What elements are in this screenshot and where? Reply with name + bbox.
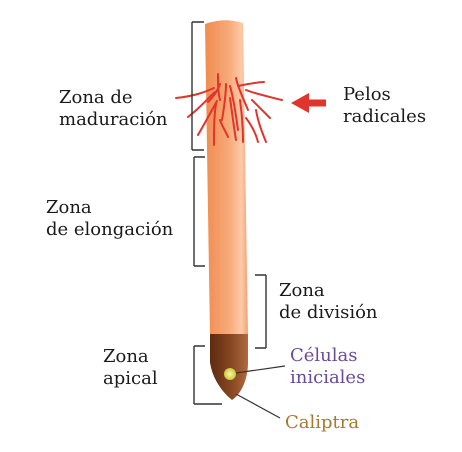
root-cap bbox=[210, 334, 248, 400]
label-zona-elongacion-line2: de elongación bbox=[46, 219, 174, 240]
label-zona-maduracion-line2: maduración bbox=[59, 109, 168, 130]
label-zona-apical-line2: apical bbox=[103, 368, 158, 389]
bracket-elongacion bbox=[193, 156, 205, 267]
root-hairs bbox=[175, 73, 283, 146]
label-celulas-iniciales-line2: iniciales bbox=[290, 367, 366, 388]
leader-celulas bbox=[235, 365, 286, 374]
label-zona-division-line1: Zona bbox=[279, 280, 325, 301]
label-zona-elongacion-line1: Zona bbox=[46, 197, 92, 218]
label-zona-division-line2: de división bbox=[279, 302, 378, 323]
label-celulas-iniciales-line1: Células bbox=[290, 345, 358, 366]
label-zona-elongacion: Zona de elongación bbox=[46, 197, 173, 241]
label-caliptra: Caliptra bbox=[285, 412, 360, 433]
label-zona-division: Zona de división bbox=[279, 280, 378, 324]
initial-cells bbox=[224, 368, 236, 380]
label-zona-maduracion-line1: Zona de bbox=[59, 87, 133, 108]
bracket-apical bbox=[193, 345, 222, 405]
leader-caliptra bbox=[235, 393, 281, 419]
root-body bbox=[205, 20, 248, 336]
bracket-division bbox=[255, 274, 267, 349]
label-pelos-radicales-line1: Pelos bbox=[343, 84, 391, 105]
label-zona-apical-line1: Zona bbox=[103, 346, 149, 367]
label-zona-apical: Zona apical bbox=[103, 346, 158, 390]
bracket-maduracion bbox=[191, 21, 204, 151]
arrow-icon bbox=[291, 93, 326, 113]
label-celulas-iniciales: Células iniciales bbox=[290, 345, 365, 389]
label-pelos-radicales-line2: radicales bbox=[343, 106, 427, 127]
label-zona-maduracion: Zona de maduración bbox=[59, 87, 168, 131]
label-pelos-radicales: Pelos radicales bbox=[343, 84, 426, 128]
